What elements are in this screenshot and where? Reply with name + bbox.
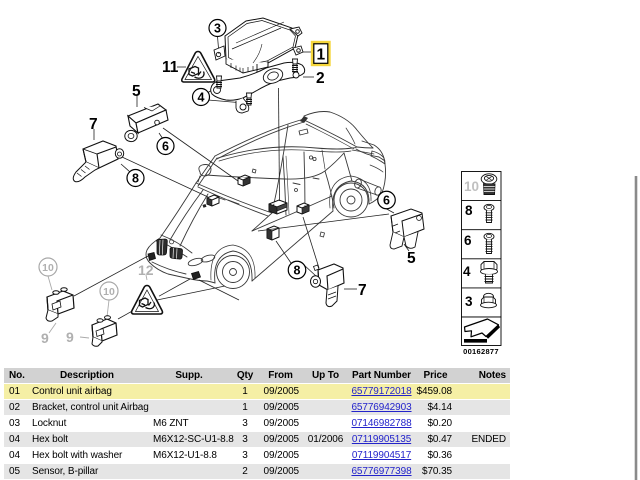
svg-text:3: 3 xyxy=(214,22,221,36)
svg-text:9: 9 xyxy=(66,329,74,345)
svg-text:7: 7 xyxy=(358,282,367,299)
svg-text:6: 6 xyxy=(383,194,390,208)
svg-text:5: 5 xyxy=(407,250,416,267)
svg-text:11: 11 xyxy=(162,59,179,76)
svg-text:3: 3 xyxy=(465,294,473,309)
svg-text:1: 1 xyxy=(316,47,325,64)
svg-text:4: 4 xyxy=(463,264,471,279)
svg-text:6: 6 xyxy=(464,233,472,248)
svg-text:6: 6 xyxy=(162,140,169,154)
svg-text:7: 7 xyxy=(89,116,98,133)
svg-text:4: 4 xyxy=(198,91,205,105)
svg-text:8: 8 xyxy=(465,203,473,218)
svg-text:2: 2 xyxy=(316,70,325,87)
svg-text:8: 8 xyxy=(132,172,139,186)
svg-text:10: 10 xyxy=(103,286,115,298)
svg-text:9: 9 xyxy=(41,330,49,346)
svg-text:8: 8 xyxy=(294,264,301,278)
svg-text:10: 10 xyxy=(42,262,54,274)
svg-text:12: 12 xyxy=(138,262,154,278)
svg-text:10: 10 xyxy=(464,179,479,194)
svg-text:00162877: 00162877 xyxy=(463,347,499,356)
svg-text:5: 5 xyxy=(132,83,141,100)
